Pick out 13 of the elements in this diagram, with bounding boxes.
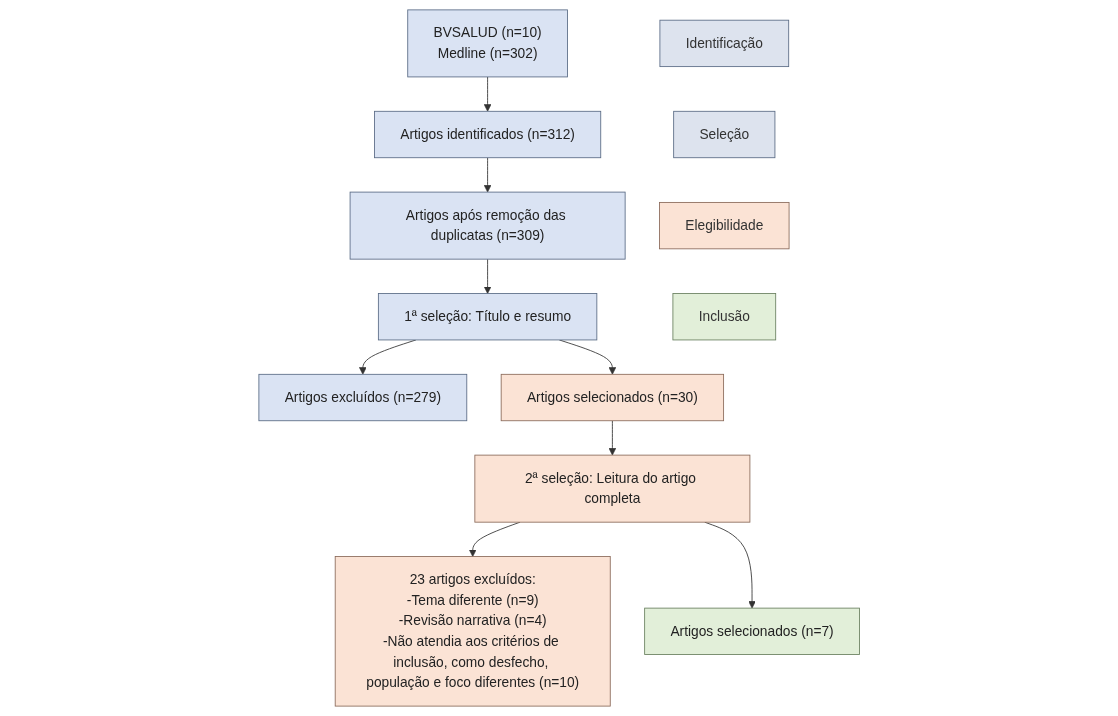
node-box: 1ª seleção: Título e resumo (377, 293, 598, 341)
node-box: Inclusão (672, 293, 776, 341)
node-box: 23 artigos excluídos: -Tema diferente (n=9) -Revisão narrativa (n=4) -Não atendia aos critérios de inclusão, como desfecho, população e foco diferentes (n=10) (334, 556, 611, 707)
node-box: Artigos selecionados (n=7) (644, 607, 860, 655)
node-box: Identificação (659, 19, 789, 68)
node-box: Artigos após remoção das duplicatas (n=309) (349, 191, 626, 260)
node-box: Elegibilidade (658, 202, 790, 250)
node-box: Artigos identificados (n=312) (373, 110, 601, 159)
node-box: Artigos selecionados (n=30) (500, 373, 724, 422)
node-box: 2ª seleção: Leitura do artigo completa (474, 454, 751, 523)
node-box: Artigos excluídos (n=279) (258, 373, 468, 422)
node-box: BVSALUD (n=10) Medline (n=302) (407, 9, 568, 78)
node-box: Seleção (673, 110, 776, 159)
